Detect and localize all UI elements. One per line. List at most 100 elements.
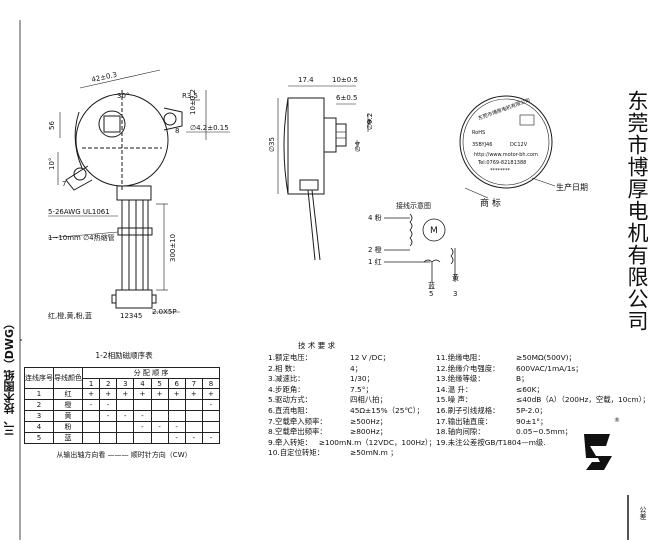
label-logo-box (519, 114, 535, 126)
spec-label: 8.空载牵出频率： (268, 427, 327, 437)
sequence-cell: + (201, 388, 221, 400)
schem-label-blue: 蓝 (428, 281, 435, 290)
spec-value: 0.05~0.5mm； (516, 427, 573, 437)
spec-label: 11.绝缘电阻： (436, 353, 485, 362)
spec-label: 12.绝缘介电强度： (436, 363, 500, 373)
label-tel: Tel:0769-82181388 (477, 160, 526, 166)
wire-spec-label: 5-26AWG UL1061 (48, 208, 110, 216)
sequence-cell: - (133, 410, 152, 422)
spec-section: 技 术 要 求 1.额定电压：12 V /DC；2.相 数：4；3.减速比：1/… (268, 340, 650, 459)
spec-item: 5.驱动方式：四相八拍； (268, 395, 436, 406)
row-number: 3 (24, 410, 54, 422)
sequence-cell: - (201, 432, 221, 444)
spec-value: 600VAC/1mA/1s； (516, 363, 583, 373)
spec-item: 3.减速比：1/30； (268, 374, 436, 385)
company-logo: ® (584, 417, 620, 470)
sequence-cell: - (99, 410, 118, 422)
sequence-cell (99, 421, 118, 433)
front-view-labels: 42±0.3 30° R3.5 10±0.2 8 ∅4.2±0.15 56 10… (48, 71, 229, 320)
spec-item: 9.牵入转矩： ≥100mN.m（12VDC，100Hz）； (268, 438, 436, 449)
step-header: 5 (150, 378, 169, 389)
step-header: 1 (81, 378, 101, 389)
output-gear-hub (98, 110, 126, 138)
mount-hole-right (163, 112, 177, 126)
spec-item: 15.噪 声：≤40dB（A）（200Hz，空载，10cm）； (436, 395, 650, 406)
dim-r35: R3.5 (182, 92, 198, 100)
spec-label: 9.牵入转矩： (268, 437, 313, 447)
dim-8: 8 (175, 127, 179, 135)
sequence-cell (116, 399, 135, 411)
dim-10: 10±0.2 (189, 89, 197, 115)
connector-housing (115, 289, 153, 309)
spec-list-left: 1.额定电压：12 V /DC；2.相 数：4；3.减速比：1/30；4.步距角… (268, 353, 436, 459)
spec-label: 17.输出轴直度： (436, 416, 493, 426)
sequence-cell: - (150, 421, 169, 433)
mount-tab-left (65, 165, 93, 191)
sequence-cell (116, 432, 135, 444)
wiring-table-title: 1-2相励磁顺序表 (95, 351, 153, 360)
label-view-texts: 东莞市博厚电机有限公司 RoHS 35BYJ46 DC12V http://ww… (472, 97, 538, 174)
spec-label: 18.轴向间隙： (436, 427, 485, 437)
step-header: 4 (133, 378, 152, 389)
label-brand: 东莞市博厚电机有限公司 (477, 97, 531, 122)
spec-label: 16.刷子引线规格： (436, 405, 500, 415)
spec-label: 13.绝缘等级： (436, 374, 485, 384)
dim-hole: ∅4.2±0.15 (190, 124, 229, 132)
sequence-cell (184, 410, 203, 422)
wire-exit-block (116, 185, 152, 201)
side-shaft (335, 123, 347, 147)
sequence-cell (133, 432, 152, 444)
sequence-cell: - (133, 421, 152, 433)
dim-35: ∅35 (268, 137, 276, 152)
spec-item: 13.绝缘等级：B； (436, 374, 650, 385)
label-view (459, 95, 556, 199)
col-header-no: 连线序号 (24, 367, 54, 389)
spec-item: 2.相 数：4； (268, 364, 436, 375)
row-color: 粉 (53, 421, 83, 433)
row-color: 蓝 (53, 432, 83, 444)
sequence-cell: - (167, 421, 186, 433)
dim-10-05: 10±0.5 (332, 76, 358, 84)
spec-label: 2.相 数： (268, 363, 300, 373)
spec-value: ≥100mN.m（12VDC，100Hz）； (318, 437, 436, 447)
sleeve-label: 1~10mm ∅4热缩管 (48, 233, 115, 242)
connector-label: 2.0X5P (152, 308, 177, 316)
label-circle-inner (462, 98, 550, 186)
wire-colors-label: 红,橙,黄,粉,蓝 (48, 311, 92, 320)
lead-length-label: 300±10 (169, 234, 177, 262)
schem-label-3: 3 (453, 290, 457, 298)
connector-latch-left (111, 294, 117, 304)
spec-label: 10.自定位转矩： (268, 448, 325, 458)
schem-label-2: 2 橙 (368, 245, 382, 254)
step-header: 2 (99, 378, 118, 389)
pin-numbers: 12345 (120, 312, 142, 320)
connector-latch-right (151, 294, 157, 304)
motor-symbol-m: M (430, 226, 438, 236)
sequence-cell (201, 421, 221, 433)
sequence-cell: + (81, 388, 101, 400)
spec-label: 14.温 升： (436, 384, 473, 394)
tolerance-label: 公差 (639, 506, 647, 520)
row-number: 5 (24, 432, 54, 444)
dim-9-2: ∅9.2 (366, 113, 374, 130)
schem-label-5: 5 (429, 290, 433, 298)
schematic-title: 接线示意图 (396, 201, 431, 210)
spec-value: 45Ω±15%（25℃）； (350, 405, 424, 415)
sequence-cell: + (116, 388, 135, 400)
wiring-schematic-labels: 接线示意图 M 4 粉 2 橙 1 红 蓝 5 黄 3 (368, 201, 459, 298)
spec-label: 5.驱动方式： (268, 395, 313, 405)
trademark-label: 商 标 (480, 197, 501, 209)
coil-right (450, 247, 454, 265)
sequence-cell (184, 399, 203, 411)
spec-item: 17.输出轴直度：90±1°； (436, 417, 650, 428)
row-number: 2 (24, 399, 54, 411)
spec-value: ≥800Hz； (350, 427, 388, 437)
sequence-cell (116, 421, 135, 433)
sequence-cell (81, 432, 101, 444)
spec-item: 6.直流电阻：45Ω±15%（25℃）； (268, 406, 436, 417)
spec-value: ≥500Hz； (350, 416, 388, 426)
